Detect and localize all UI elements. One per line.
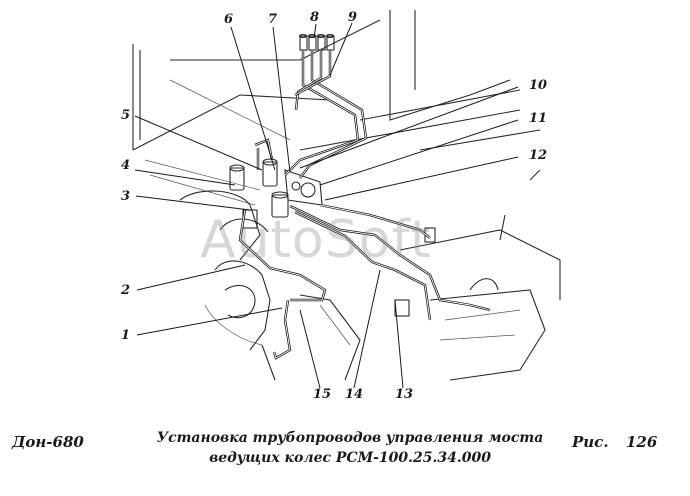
right-assembly [399, 169, 561, 381]
leader-lines [134, 22, 519, 389]
pipeline-assembly-drawing [132, 10, 561, 389]
caption-line-2: ведущих колес РСМ-100.25.34.000 [209, 450, 491, 466]
pipelines [238, 50, 491, 360]
caption-line-1: Установка трубопроводов управления моста [156, 430, 544, 446]
callout-9: 9 [348, 10, 358, 25]
engine-block [179, 190, 361, 381]
figure-number: 126 [626, 433, 658, 451]
callout-12: 12 [529, 148, 548, 163]
callout-2: 2 [121, 283, 131, 298]
model-label: Дон-680 [12, 433, 84, 451]
callout-5: 5 [121, 108, 131, 123]
callout-1: 1 [121, 328, 131, 343]
callout-3: 3 [121, 189, 131, 204]
callout-15: 15 [313, 387, 332, 402]
callout-11: 11 [529, 111, 548, 126]
callout-13: 13 [395, 387, 414, 402]
callout-6: 6 [224, 12, 234, 27]
figure-caption: Установка трубопроводов управления моста… [150, 428, 550, 468]
top-fittings [298, 33, 335, 51]
figure-label: Рис. [572, 433, 609, 451]
callout-7: 7 [268, 12, 278, 27]
callout-10: 10 [529, 78, 548, 93]
cab-outline [132, 10, 541, 206]
callout-4: 4 [121, 158, 131, 173]
callout-14: 14 [345, 387, 364, 402]
callout-8: 8 [310, 10, 320, 25]
